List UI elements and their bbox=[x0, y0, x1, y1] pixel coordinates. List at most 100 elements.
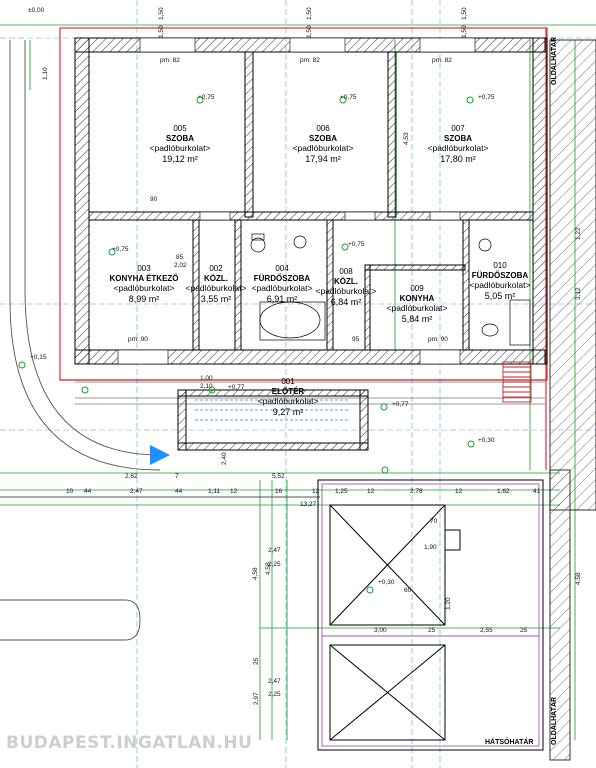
svg-text:85: 85 bbox=[176, 254, 184, 261]
svg-text:KONYHA: KONYHA bbox=[400, 294, 435, 303]
level-labels: +0,75 +0,75 +0,75 +0,75 +0,75 +0,15 +0,7… bbox=[30, 94, 495, 586]
svg-text:<padlóburkolat>: <padlóburkolat> bbox=[293, 143, 354, 153]
svg-text:KONYHA ÉTKEZŐ: KONYHA ÉTKEZŐ bbox=[109, 274, 178, 283]
svg-text:001: 001 bbox=[281, 377, 295, 386]
svg-text:<padlóburkolat>: <padlóburkolat> bbox=[258, 396, 319, 406]
svg-text:SZOBA: SZOBA bbox=[309, 134, 337, 143]
svg-text:9,27 m²: 9,27 m² bbox=[273, 407, 304, 417]
room-001: 001 ELŐTÉR <padlóburkolat> 9,27 m² bbox=[258, 377, 319, 417]
svg-text:25: 25 bbox=[428, 627, 436, 634]
base-level-label: ±0,00 bbox=[28, 7, 45, 14]
svg-text:002: 002 bbox=[209, 264, 223, 273]
svg-text:<padlóburkolat>: <padlóburkolat> bbox=[252, 283, 313, 293]
svg-text:1,00: 1,00 bbox=[200, 375, 213, 382]
svg-text:1,50: 1,50 bbox=[158, 25, 165, 38]
horizontal-dimensions: 2,62 7 5,52 10 44 2,47 44 1,11 12 16 12 … bbox=[66, 196, 541, 634]
svg-text:4,58: 4,58 bbox=[575, 572, 582, 585]
svg-text:+0,30: +0,30 bbox=[478, 437, 495, 444]
svg-text:10: 10 bbox=[66, 488, 74, 495]
svg-text:+0,15: +0,15 bbox=[30, 354, 47, 361]
svg-text:+0,75: +0,75 bbox=[340, 94, 357, 101]
svg-text:3,55 m²: 3,55 m² bbox=[201, 294, 232, 304]
vertical-dimensions: 4,53 4,58 4,58 4,58 2,47 2,47 2,25 2,25 … bbox=[42, 67, 582, 705]
svg-text:2,55: 2,55 bbox=[480, 627, 493, 634]
svg-text:+0,30: +0,30 bbox=[378, 579, 395, 586]
room-008: 008 KÖZL. <padlóburkolat> 6,84 m² bbox=[316, 267, 377, 307]
svg-text:+0,75: +0,75 bbox=[198, 94, 215, 101]
side-boundary-label-top: OLDALHATÁR bbox=[549, 37, 558, 85]
svg-text:pm: 90: pm: 90 bbox=[428, 336, 448, 343]
svg-text:1,10: 1,10 bbox=[42, 67, 49, 80]
svg-text:6,84 m²: 6,84 m² bbox=[331, 297, 362, 307]
svg-text:+0,75: +0,75 bbox=[478, 94, 495, 101]
svg-text:1,50: 1,50 bbox=[461, 7, 468, 20]
svg-text:4,53: 4,53 bbox=[403, 132, 410, 145]
parapet-labels: pm: 82 pm: 82 pm: 82 pm: 90 pm: 90 bbox=[128, 57, 452, 343]
room-005: 005 SZOBA <padlóburkolat> 19,12 m² bbox=[150, 124, 211, 164]
side-boundary-label-bottom: OLDALHATÁR bbox=[549, 697, 558, 745]
svg-text:6,91 m²: 6,91 m² bbox=[267, 294, 298, 304]
svg-text:2,25: 2,25 bbox=[268, 691, 281, 698]
room-002: 002 KÖZL. <padlóburkolat> 3,55 m² bbox=[186, 264, 247, 304]
svg-text:<padlóburkolat>: <padlóburkolat> bbox=[387, 303, 448, 313]
svg-text:2,47: 2,47 bbox=[268, 678, 281, 685]
top-dimensions: 1,50 1,50 1,50 1,50 1,50 1,50 bbox=[158, 7, 468, 38]
svg-text:16: 16 bbox=[275, 488, 283, 495]
svg-text:FÜRDŐSZOBA: FÜRDŐSZOBA bbox=[472, 271, 529, 280]
svg-text:2,62: 2,62 bbox=[125, 473, 138, 480]
entrance-structure bbox=[177, 389, 369, 451]
svg-text:+0,75: +0,75 bbox=[348, 241, 365, 248]
rear-boundary-label: HÁTSÓHATÁR bbox=[485, 737, 533, 746]
svg-text:2,47: 2,47 bbox=[268, 547, 281, 554]
svg-text:1,22: 1,22 bbox=[575, 227, 582, 240]
svg-text:1,50: 1,50 bbox=[306, 25, 313, 38]
svg-text:SZOBA: SZOBA bbox=[166, 134, 194, 143]
svg-text:003: 003 bbox=[137, 264, 151, 273]
side-boundary-hatch bbox=[549, 39, 596, 511]
svg-text:5,84 m²: 5,84 m² bbox=[402, 314, 433, 324]
svg-text:KÖZL.: KÖZL. bbox=[334, 277, 358, 286]
svg-text:2,78: 2,78 bbox=[410, 488, 423, 495]
svg-text:3,12: 3,12 bbox=[575, 287, 582, 300]
svg-text:1,90: 1,90 bbox=[424, 544, 437, 551]
svg-text:2,47: 2,47 bbox=[130, 488, 143, 495]
svg-text:1,25: 1,25 bbox=[335, 488, 348, 495]
svg-text:<padlóburkolat>: <padlóburkolat> bbox=[470, 280, 531, 290]
terrace-railing bbox=[75, 381, 545, 405]
svg-text:44: 44 bbox=[175, 488, 183, 495]
room-006: 006 SZOBA <padlóburkolat> 17,94 m² bbox=[293, 124, 354, 164]
svg-text:KÖZL.: KÖZL. bbox=[204, 274, 228, 283]
svg-text:60: 60 bbox=[404, 587, 412, 594]
exterior-walls bbox=[74, 37, 548, 365]
svg-text:1,11: 1,11 bbox=[208, 488, 221, 495]
room-007: 007 SZOBA <padlóburkolat> 17,80 m² bbox=[428, 124, 489, 164]
svg-text:+0,75: +0,75 bbox=[112, 246, 129, 253]
svg-text:005: 005 bbox=[173, 124, 187, 133]
svg-text:95: 95 bbox=[352, 336, 360, 343]
svg-text:1,50: 1,50 bbox=[306, 7, 313, 20]
svg-text:70: 70 bbox=[430, 518, 438, 525]
svg-text:2,10: 2,10 bbox=[200, 383, 213, 390]
svg-text:44: 44 bbox=[84, 488, 92, 495]
room-004: 004 FÜRDŐSZOBA <padlóburkolat> 6,91 m² bbox=[252, 264, 313, 304]
svg-text:19,12 m²: 19,12 m² bbox=[162, 154, 198, 164]
svg-text:25: 25 bbox=[520, 627, 528, 634]
svg-text:FÜRDŐSZOBA: FÜRDŐSZOBA bbox=[254, 274, 311, 283]
svg-text:<padlóburkolat>: <padlóburkolat> bbox=[150, 143, 211, 153]
svg-text:+0,77: +0,77 bbox=[228, 384, 245, 391]
svg-text:5,05 m²: 5,05 m² bbox=[485, 291, 516, 301]
svg-text:004: 004 bbox=[275, 264, 289, 273]
svg-text:8,99 m²: 8,99 m² bbox=[129, 294, 160, 304]
svg-text:41: 41 bbox=[533, 488, 541, 495]
svg-text:1,50: 1,50 bbox=[158, 7, 165, 20]
svg-text:pm: 82: pm: 82 bbox=[432, 57, 452, 64]
svg-text:12: 12 bbox=[367, 488, 375, 495]
svg-text:ELŐTÉR: ELŐTÉR bbox=[272, 387, 305, 396]
svg-text:<padlóburkolat>: <padlóburkolat> bbox=[186, 283, 247, 293]
svg-text:SZOBA: SZOBA bbox=[444, 134, 472, 143]
svg-text:<padlóburkolat>: <padlóburkolat> bbox=[316, 286, 377, 296]
svg-text:12: 12 bbox=[230, 488, 238, 495]
svg-text:12: 12 bbox=[455, 488, 463, 495]
